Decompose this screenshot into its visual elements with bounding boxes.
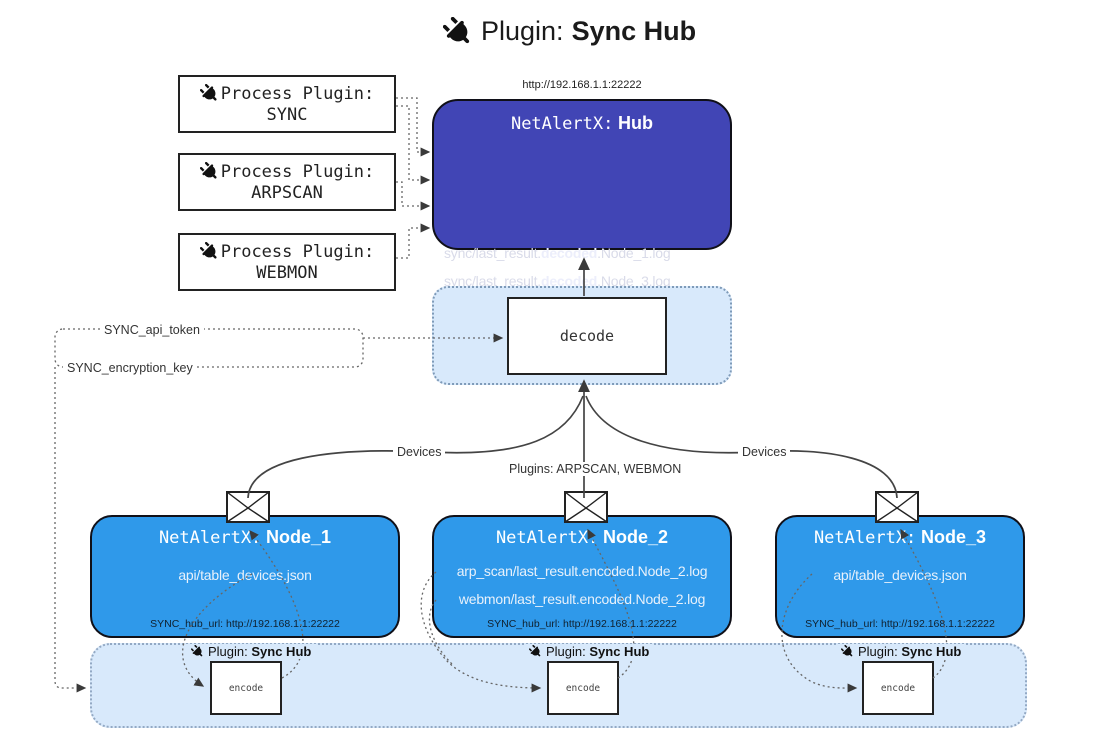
encoder-2-label: Plugin: Sync Hub — [524, 644, 655, 659]
node-2-title: NetAlertX: Node_2 — [495, 527, 669, 548]
process-plugin-arpscan: Process Plugin: ARPSCAN — [178, 153, 396, 211]
node-3-file: api/table_devices.json — [833, 567, 967, 583]
node-3-title: NetAlertX: Node_3 — [813, 527, 987, 548]
node-1-file: api/table_devices.json — [178, 567, 312, 583]
envelope-icon — [875, 491, 919, 523]
plug-icon — [529, 645, 542, 658]
page-title: Plugin: Sync Hub — [443, 16, 696, 47]
encode-box-1: encode — [210, 661, 282, 715]
plug-icon — [199, 84, 219, 103]
node-2-box: NetAlertX: Node_2 arp_scan/last_result.e… — [432, 515, 732, 638]
title-name: Sync Hub — [571, 16, 697, 46]
encoder-1-label: Plugin: Sync Hub — [186, 644, 317, 659]
node-2-file: arp_scan/last_result.encoded.Node_2.log — [456, 563, 708, 579]
title-label: Plugin: — [481, 16, 564, 46]
node-2-hub-url: SYNC_hub_url: http://192.168.1.1:22222 — [487, 618, 677, 630]
devices-label-right: Devices — [738, 445, 791, 459]
plug-icon — [191, 645, 204, 658]
encode-box-3: encode — [862, 661, 934, 715]
node-1-hub-url: SYNC_hub_url: http://192.168.1.1:22222 — [150, 618, 340, 630]
plugins-label-middle: Plugins: ARPSCAN, WEBMON — [505, 462, 686, 476]
encode-box-2: encode — [547, 661, 619, 715]
hub-title: NetAlertX: Hub — [510, 113, 654, 134]
sync-encryption-key-label: SYNC_encryption_key — [63, 361, 197, 375]
devices-label-left: Devices — [393, 445, 446, 459]
node-3-hub-url: SYNC_hub_url: http://192.168.1.1:22222 — [805, 618, 995, 630]
encoder-3-label: Plugin: Sync Hub — [836, 644, 967, 659]
sync-api-token-label: SYNC_api_token — [100, 323, 204, 337]
node-3-box: NetAlertX: Node_3 api/table_devices.json… — [775, 515, 1025, 638]
node-1-box: NetAlertX: Node_1 api/table_devices.json… — [90, 515, 400, 638]
plug-icon — [199, 162, 219, 181]
plug-icon — [199, 242, 219, 261]
node-1-title: NetAlertX: Node_1 — [158, 527, 332, 548]
process-plugin-sync: Process Plugin: SYNC — [178, 75, 396, 133]
plug-icon — [443, 16, 473, 47]
plug-icon — [841, 645, 854, 658]
envelope-icon — [564, 491, 608, 523]
hub-log-line: sync/last_result.decoded.Node_1.log — [444, 245, 671, 261]
process-plugin-webmon: Process Plugin: WEBMON — [178, 233, 396, 291]
decode-box: decode — [507, 297, 667, 375]
envelope-icon — [226, 491, 270, 523]
hub-url-label: http://192.168.1.1:22222 — [522, 79, 642, 91]
node-2-file: webmon/last_result.encoded.Node_2.log — [458, 591, 706, 607]
hub-box: NetAlertX: Hub sync/last_result.decoded.… — [432, 99, 732, 337]
